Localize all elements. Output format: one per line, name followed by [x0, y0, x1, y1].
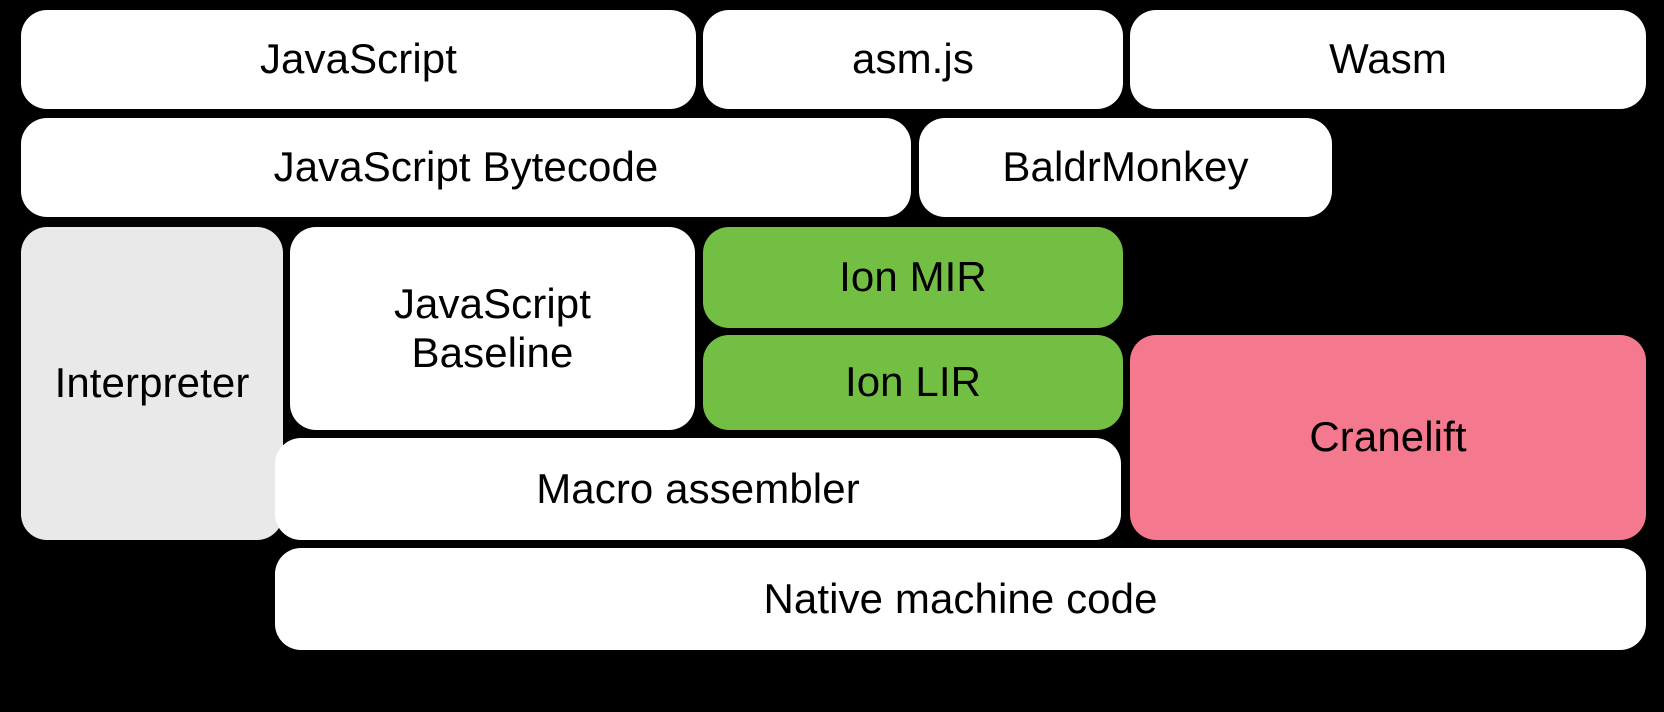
node-ion-mir[interactable]: Ion MIR — [703, 227, 1123, 328]
node-javascript-bytecode[interactable]: JavaScript Bytecode — [21, 118, 911, 217]
node-macro-assembler[interactable]: Macro assembler — [275, 438, 1121, 540]
node-interpreter[interactable]: Interpreter — [21, 227, 283, 540]
node-label-javascript-bytecode: JavaScript Bytecode — [273, 143, 659, 191]
node-label-cranelift: Cranelift — [1309, 413, 1467, 461]
node-label-native-machine-code: Native machine code — [763, 574, 1158, 622]
node-baldrmonkey[interactable]: BaldrMonkey — [919, 118, 1332, 217]
node-asm-js[interactable]: asm.js — [703, 10, 1123, 109]
node-wasm[interactable]: Wasm — [1130, 10, 1646, 109]
node-label-macro-assembler: Macro assembler — [536, 464, 860, 512]
node-label-javascript-baseline: JavaScript Baseline — [393, 279, 592, 376]
node-ion-lir[interactable]: Ion LIR — [703, 335, 1123, 430]
node-label-asm-js: asm.js — [852, 35, 974, 83]
node-label-baldrmonkey: BaldrMonkey — [1002, 143, 1249, 191]
node-cranelift[interactable]: Cranelift — [1130, 335, 1646, 540]
node-native-machine-code[interactable]: Native machine code — [275, 548, 1646, 650]
node-label-ion-mir: Ion MIR — [839, 253, 987, 301]
node-label-javascript: JavaScript — [259, 35, 458, 83]
node-javascript-baseline[interactable]: JavaScript Baseline — [290, 227, 695, 430]
node-label-ion-lir: Ion LIR — [844, 358, 982, 406]
node-label-interpreter: Interpreter — [54, 359, 250, 407]
node-label-wasm: Wasm — [1329, 35, 1447, 83]
node-javascript[interactable]: JavaScript — [21, 10, 696, 109]
